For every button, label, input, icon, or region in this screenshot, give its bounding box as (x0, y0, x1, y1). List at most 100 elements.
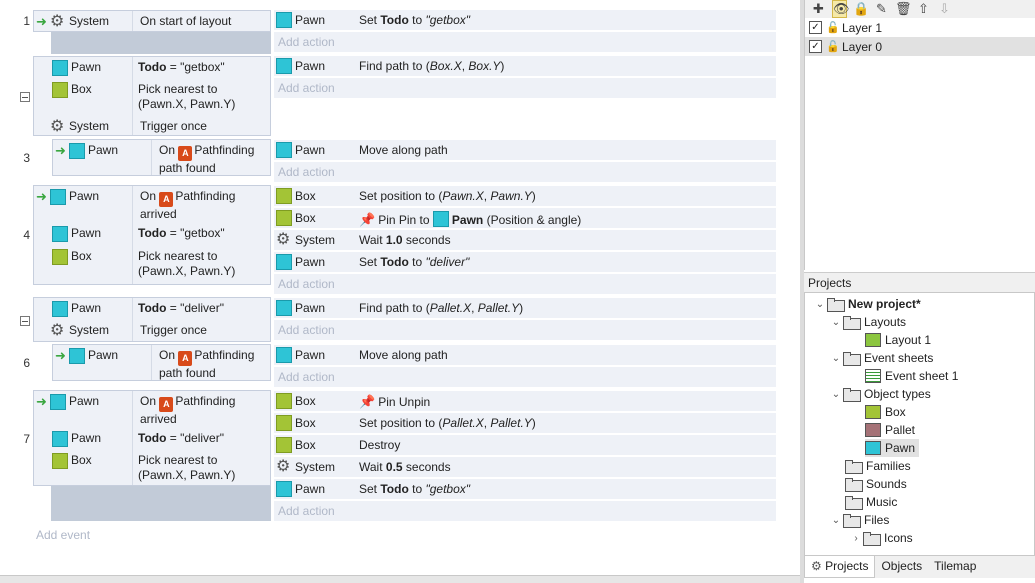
event-number: 6 (23, 356, 30, 370)
action-text: Find path to (Pallet.X, Pallet.Y) (359, 301, 524, 315)
add-action-link[interactable]: Add action (274, 32, 776, 52)
folder-icon (845, 478, 863, 492)
add-action-link[interactable]: Add action (274, 162, 776, 182)
layer-item[interactable]: ✓ 🔓 Layer 0 (805, 37, 1035, 56)
add-action-link[interactable]: Add action (274, 320, 776, 340)
action-row[interactable]: ⚙System Wait 0.5 seconds (274, 457, 776, 477)
chevron-down-icon[interactable]: ⌄ (815, 298, 825, 310)
action-object: Pawn (295, 348, 326, 362)
action-row[interactable]: Box 📌Pin Pin to Pawn (Position & angle) (274, 208, 776, 228)
move-down-arrow-icon[interactable]: ⇩ (939, 1, 950, 16)
chevron-down-icon[interactable]: ⌄ (831, 514, 841, 526)
action-row[interactable]: Pawn Set Todo to "getbox" (274, 479, 776, 499)
box-icon (276, 210, 292, 226)
projects-tree[interactable]: ⌄New project* ⌄Layouts Layout 1 ⌄Event s… (804, 292, 1035, 556)
box-object-icon (865, 405, 881, 419)
tree-node-object-types[interactable]: ⌄Object types (829, 385, 931, 403)
action-row[interactable]: Pawn Set Todo to "deliver" (274, 252, 776, 272)
action-row[interactable]: ⚙System Wait 1.0 seconds (274, 230, 776, 250)
chevron-right-icon[interactable]: › (854, 532, 858, 544)
collapse-toggle-icon[interactable] (20, 92, 30, 102)
add-layer-icon[interactable]: ✚ (813, 1, 824, 16)
tree-node-sounds[interactable]: Sounds (845, 475, 907, 493)
event-sheet-icon (865, 369, 881, 383)
tree-node-layouts[interactable]: ⌄Layouts (829, 313, 906, 331)
add-action-link[interactable]: Add action (274, 367, 776, 387)
layer-item[interactable]: ✓ 🔓 Layer 1 (805, 18, 1035, 37)
action-row[interactable]: Box Set position to (Pawn.X, Pawn.Y) (274, 186, 776, 206)
event-sheet[interactable]: 1 ➜⚙System On start of layout Pawn Set T… (0, 0, 800, 575)
collapse-toggle-icon[interactable] (20, 316, 30, 326)
tab-objects[interactable]: Objects (881, 559, 923, 573)
add-action-link[interactable]: Add action (274, 501, 776, 521)
pawn-icon (52, 226, 68, 242)
event-2-conditions[interactable]: Pawn Todo = "getbox" Box Pick nearest to… (33, 56, 271, 136)
condition-row[interactable]: ⚙System Trigger once (36, 119, 270, 135)
tree-node-layout-1[interactable]: Layout 1 (865, 331, 931, 349)
condition-row[interactable]: Box Pick nearest to (Pawn.X, Pawn.Y) (52, 82, 270, 114)
pallet-object-icon (865, 423, 881, 437)
event-1-conditions[interactable]: ➜⚙System On start of layout (33, 10, 271, 32)
tree-node-box[interactable]: Box (865, 403, 906, 421)
tree-node-pawn[interactable]: Pawn (865, 439, 920, 457)
panel-splitter[interactable] (800, 0, 804, 583)
chevron-down-icon[interactable]: ⌄ (831, 352, 841, 364)
chevron-down-icon[interactable]: ⌄ (831, 316, 841, 328)
action-object: Pawn (295, 255, 326, 269)
condition-row[interactable]: Pawn Todo = "deliver" (52, 431, 270, 447)
folder-icon (843, 352, 861, 366)
condition-row[interactable]: Box Pick nearest to (Pawn.X, Pawn.Y) (52, 249, 270, 281)
action-row[interactable]: Pawn Move along path (274, 345, 776, 365)
condition-row[interactable]: Box Pick nearest to (Pawn.X, Pawn.Y) (52, 453, 270, 485)
layer-visible-checkbox[interactable]: ✓ (809, 40, 822, 53)
tab-tilemap[interactable]: Tilemap (934, 559, 977, 573)
action-row[interactable]: Pawn Find path to (Pallet.X, Pallet.Y) (274, 298, 776, 318)
edit-pencil-icon[interactable]: ✎ (876, 1, 887, 16)
add-action-link[interactable]: Add action (274, 274, 776, 294)
tree-node-event-sheet-1[interactable]: Event sheet 1 (865, 367, 958, 385)
condition-object: Pawn (71, 431, 102, 445)
condition-row[interactable]: Pawn Todo = "getbox" (52, 226, 270, 242)
action-row[interactable]: Pawn Set Todo to "getbox" (274, 10, 776, 30)
tree-node-music[interactable]: Music (845, 493, 897, 511)
add-action-link[interactable]: Add action (274, 78, 776, 98)
tree-node-root[interactable]: ⌄New project* (813, 295, 921, 313)
action-row[interactable]: Box Destroy (274, 435, 776, 455)
pawn-icon (276, 12, 292, 28)
layer-visible-checkbox[interactable]: ✓ (809, 21, 822, 34)
move-up-arrow-icon[interactable]: ⇧ (918, 1, 929, 16)
action-row[interactable]: Box 📌Pin Unpin (274, 391, 776, 411)
condition-row[interactable]: ➜⚙System On start of layout (36, 14, 270, 30)
condition-row[interactable]: Pawn Todo = "deliver" (52, 301, 270, 317)
condition-row[interactable]: Pawn Todo = "getbox" (52, 60, 270, 76)
tree-node-icons[interactable]: ›Icons (849, 529, 913, 547)
unlocked-padlock-icon[interactable]: 🔓 (826, 41, 840, 53)
tree-node-event-sheets[interactable]: ⌄Event sheets (829, 349, 933, 367)
action-row[interactable]: Pawn Find path to (Box.X, Box.Y) (274, 56, 776, 76)
tab-projects[interactable]: ⚙ Projects (804, 556, 876, 578)
visibility-eye-icon[interactable]: 👁 (832, 0, 850, 18)
event-5-conditions[interactable]: Pawn Todo = "deliver" ⚙System Trigger on… (33, 297, 271, 342)
tree-node-families[interactable]: Families (845, 457, 911, 475)
add-event-link[interactable]: Add event (36, 528, 91, 542)
tab-label: Projects (825, 559, 869, 573)
action-row[interactable]: Box Set position to (Pallet.X, Pallet.Y) (274, 413, 776, 433)
lock-icon[interactable]: 🔒 (853, 1, 870, 16)
tree-node-files[interactable]: ⌄Files (829, 511, 889, 529)
unlocked-padlock-icon[interactable]: 🔓 (826, 22, 840, 34)
action-row[interactable]: Pawn Move along path (274, 140, 776, 160)
delete-trash-icon[interactable]: 🗑 (895, 1, 912, 16)
condition-row[interactable]: ⚙System Trigger once (36, 323, 270, 339)
chevron-down-icon[interactable]: ⌄ (831, 388, 841, 400)
tree-node-pallet[interactable]: Pallet (865, 421, 915, 439)
system-gear-icon: ⚙ (50, 13, 65, 30)
